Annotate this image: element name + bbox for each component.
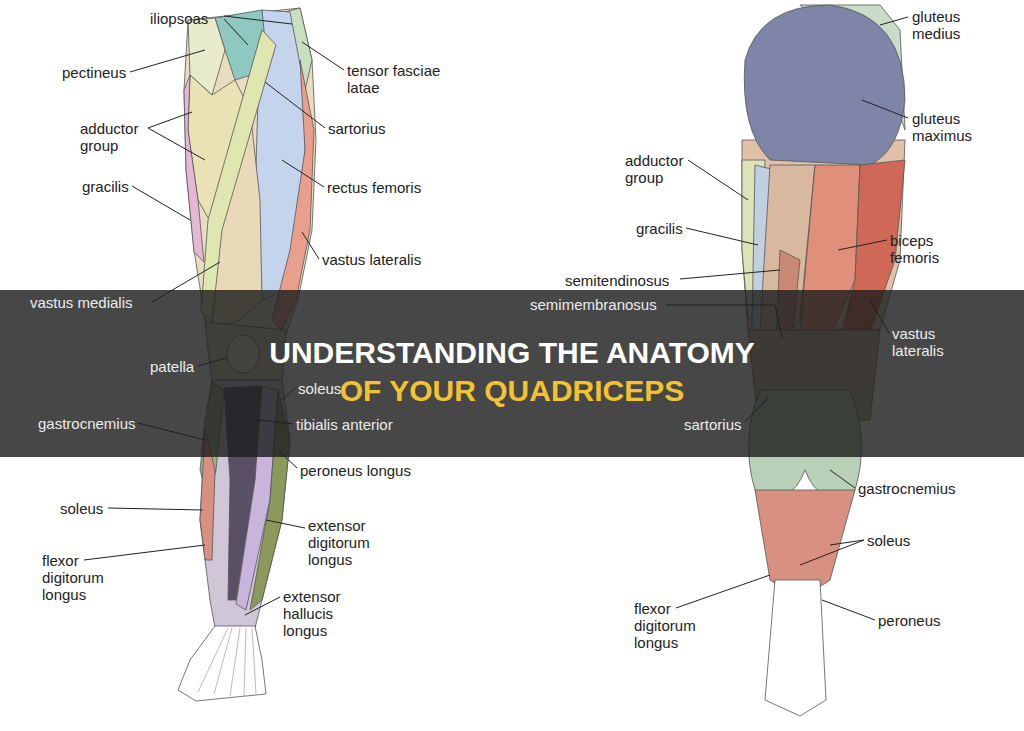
part-label: flexor digitorum longus (634, 600, 706, 651)
part-label: peroneus (878, 612, 941, 629)
part-label: vastus lateralis (892, 325, 954, 359)
part-label: sartorius (684, 416, 742, 433)
part-label: iliopsoas (150, 10, 208, 27)
part-label: soleus (60, 500, 103, 517)
part-label: gracilis (82, 178, 129, 195)
part-label: extensor digitorum longus (308, 517, 380, 568)
title-text: UNDERSTANDING THE ANATOMY OF YOUR QUADRI… (254, 334, 770, 410)
part-label: semimembranosus (530, 296, 657, 313)
part-label: gastrocnemius (858, 480, 956, 497)
part-label: gluteus maximus (912, 110, 978, 144)
title-band (0, 290, 1024, 457)
part-label: adductor group (625, 152, 691, 186)
part-label: patella (150, 358, 194, 375)
part-label: soleus (298, 380, 341, 397)
part-label: gracilis (636, 220, 683, 237)
part-label: adductor group (80, 120, 146, 154)
part-label: vastus medialis (30, 294, 133, 311)
part-label: extensor hallucis longus (283, 588, 355, 639)
part-label: tibialis anterior (296, 416, 393, 433)
part-label: gastrocnemius (38, 415, 136, 432)
part-label: biceps femoris (890, 232, 950, 266)
part-label: semitendinosus (565, 272, 669, 289)
part-label: flexor digitorum longus (42, 552, 114, 603)
part-label: soleus (867, 532, 910, 549)
part-label: tensor fasciae latae (347, 62, 447, 96)
part-label: gluteus medius (912, 8, 974, 42)
part-label: pectineus (62, 64, 126, 81)
part-label: peroneus longus (300, 462, 411, 479)
part-label: vastus lateralis (322, 251, 421, 268)
part-label: sartorius (328, 120, 386, 137)
part-label: rectus femoris (327, 179, 421, 196)
